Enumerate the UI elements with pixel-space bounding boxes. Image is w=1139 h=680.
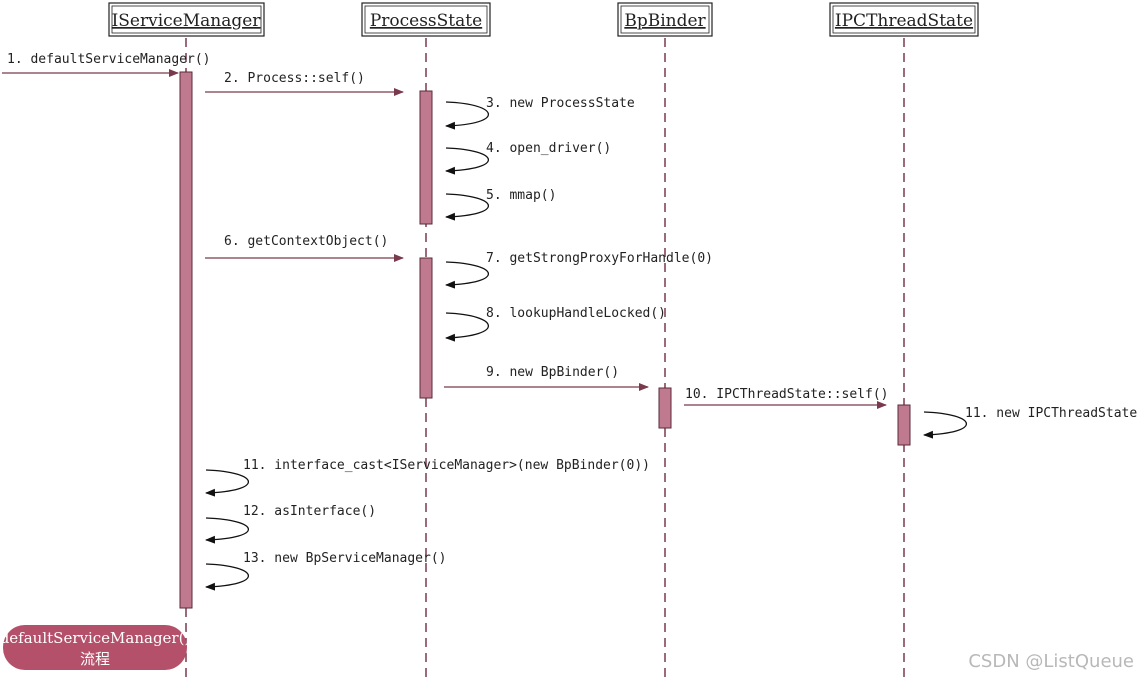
activation-bar bbox=[658, 387, 672, 429]
caption-badge: defaultServiceManager() 流程 bbox=[0, 625, 190, 670]
message-label: 6. getContextObject() bbox=[224, 234, 388, 249]
message-labels: 1. defaultServiceManager() 2. Process::s… bbox=[7, 52, 1137, 566]
participant-label: IPCThreadState bbox=[835, 11, 973, 31]
message-label: 9. new BpBinder() bbox=[486, 365, 619, 380]
activation-bar bbox=[897, 404, 911, 446]
self-call-arrow bbox=[445, 147, 490, 175]
message-label: 5. mmap() bbox=[486, 188, 556, 203]
message-label: 7. getStrongProxyForHandle(0) bbox=[486, 251, 713, 266]
participant-label: BpBinder bbox=[624, 11, 706, 31]
participant-processstate: ProcessState bbox=[361, 2, 491, 37]
participant-iservicemanager: IServiceManager bbox=[108, 2, 265, 37]
self-call-arrow bbox=[205, 563, 250, 591]
message-label: 11. interface_cast<IServiceManager>(new … bbox=[243, 458, 650, 473]
message-label: 10. IPCThreadState::self() bbox=[685, 387, 889, 402]
participant-headers: IServiceManager ProcessState BpBinder IP… bbox=[108, 2, 979, 37]
self-call-arrow bbox=[445, 193, 490, 221]
self-call-arrow bbox=[205, 517, 250, 544]
self-call-arrow bbox=[923, 411, 968, 439]
message-label: 3. new ProcessState bbox=[486, 96, 635, 111]
watermark: CSDN @ListQueue bbox=[968, 651, 1134, 672]
activation-bar bbox=[419, 257, 433, 399]
self-call-arrow bbox=[445, 101, 490, 130]
caption-line-1: defaultServiceManager() bbox=[0, 629, 190, 647]
activation-bar bbox=[419, 90, 433, 225]
message-label: 4. open_driver() bbox=[486, 141, 611, 156]
message-label: 2. Process::self() bbox=[224, 71, 365, 86]
self-call-arrow bbox=[205, 469, 250, 497]
participant-bpbinder: BpBinder bbox=[617, 2, 713, 37]
self-call-arrow bbox=[445, 312, 490, 342]
message-label: 11. new IPCThreadState bbox=[965, 406, 1137, 421]
activation-bar bbox=[179, 71, 193, 609]
activations bbox=[179, 71, 911, 609]
participant-label: IServiceManager bbox=[112, 11, 262, 31]
message-label: 1. defaultServiceManager() bbox=[7, 52, 211, 67]
participant-label: ProcessState bbox=[370, 11, 482, 31]
caption-line-2: 流程 bbox=[80, 650, 110, 668]
call-arrows bbox=[2, 69, 887, 409]
self-calls bbox=[205, 101, 968, 591]
participant-ipcthreadstate: IPCThreadState bbox=[829, 2, 979, 37]
self-call-arrow bbox=[445, 261, 490, 289]
message-label: 13. new BpServiceManager() bbox=[243, 551, 447, 566]
message-label: 12. asInterface() bbox=[243, 504, 376, 519]
message-label: 8. lookupHandleLocked() bbox=[486, 306, 666, 321]
lifelines bbox=[185, 38, 905, 680]
